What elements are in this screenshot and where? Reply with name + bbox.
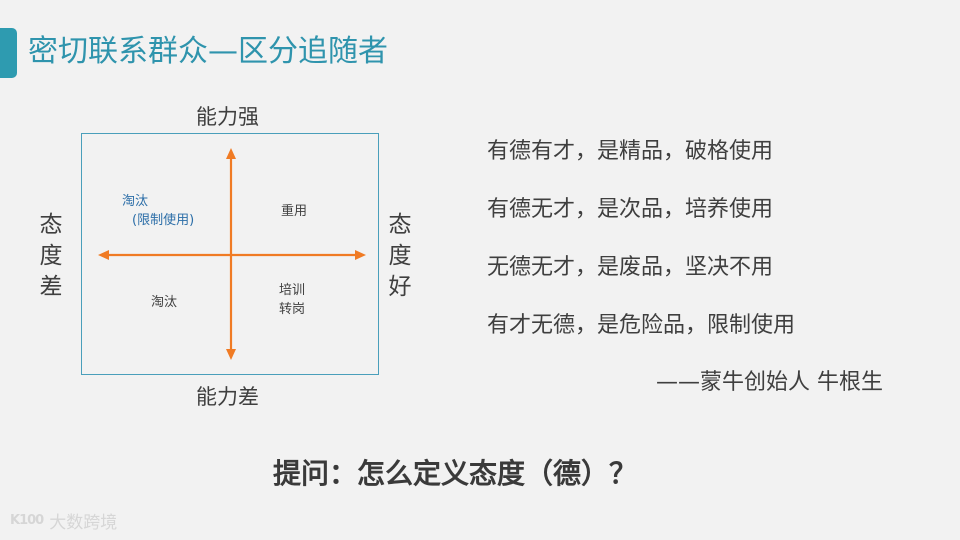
quote-list: 有德有才，是精品，破格使用 有德无才，是次品，培养使用 无德无才，是废品，坚决不… — [487, 135, 795, 367]
axis-left-char: 度 — [39, 243, 63, 269]
axis-right-char: 度 — [388, 243, 412, 269]
title-accent-bar — [0, 28, 17, 78]
quote-attribution: ——蒙牛创始人 牛根生 — [656, 370, 883, 395]
logo-mark-icon: K100 — [10, 513, 44, 528]
quote-line: 有德有才，是精品，破格使用 — [487, 139, 774, 164]
axis-label-attitude-bad: 态 度 差 — [38, 210, 64, 303]
quote-line: 无德无才，是废品，坚决不用 — [487, 255, 774, 280]
quadrant-top-right: 重用 — [281, 204, 308, 219]
question-text: 提问：怎么定义态度（德）？ — [273, 457, 638, 490]
axis-left-char: 态 — [39, 212, 63, 238]
quote-line: 有德无才，是次品，培养使用 — [487, 197, 774, 222]
quadrant-top-left-sublabel: (限制使用) — [132, 213, 195, 228]
quadrant-bottom-right: 培训 转岗 — [279, 281, 305, 319]
quadrant-top-left: 淘汰 (限制使用) — [122, 192, 194, 230]
quote-line: 有才无德，是危险品，限制使用 — [487, 313, 796, 338]
crosshair-arrows-icon — [98, 148, 366, 360]
axis-label-ability-low: 能力差 — [196, 385, 259, 409]
watermark-logo: K100 大数跨境 — [10, 508, 117, 533]
slide-title: 密切联系群众—区分追随者 — [28, 34, 388, 69]
quadrant-bottom-right-label: 培训 — [279, 283, 306, 298]
axis-right-char: 态 — [388, 212, 412, 238]
quadrant-bottom-right-label-2: 转岗 — [279, 302, 306, 317]
axis-left-char: 差 — [39, 274, 63, 300]
quadrant-box — [81, 133, 379, 375]
axis-right-char: 好 — [388, 274, 412, 300]
quadrant-bottom-left: 淘汰 — [151, 295, 178, 310]
axis-label-attitude-good: 态 度 好 — [387, 210, 413, 303]
quadrant-top-left-label: 淘汰 — [122, 194, 149, 209]
axis-label-ability-high: 能力强 — [196, 105, 259, 129]
logo-text: 大数跨境 — [49, 513, 118, 533]
